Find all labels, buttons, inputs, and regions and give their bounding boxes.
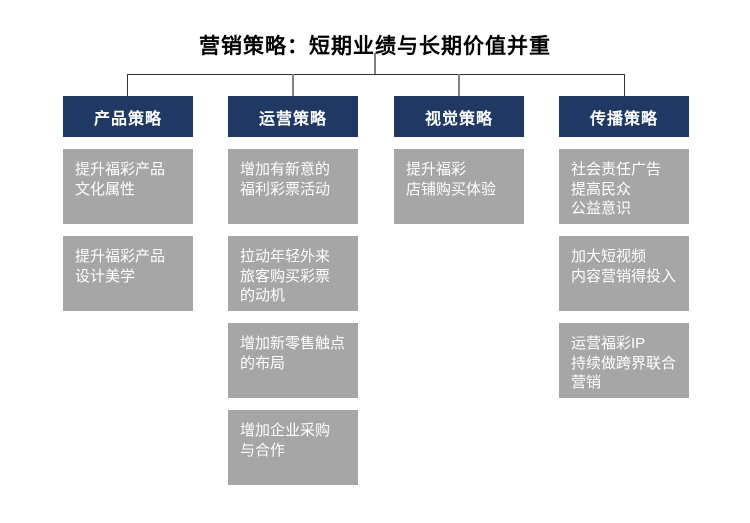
- strategy-item: 社会责任广告 提高民众 公益意识: [559, 149, 689, 224]
- column-items-product: 提升福彩产品 文化属性 提升福彩产品 设计美学: [63, 149, 193, 311]
- connector-drop-visual: [458, 74, 460, 96]
- strategy-column-operations: 运营策略 增加有新意的 福利彩票活动 拉动年轻外来 旅客购买彩票 的动机 增加新…: [228, 96, 358, 497]
- column-items-operations: 增加有新意的 福利彩票活动 拉动年轻外来 旅客购买彩票 的动机 增加新零售触点 …: [228, 149, 358, 485]
- connector-drop-operations: [292, 74, 294, 96]
- strategy-item: 增加有新意的 福利彩票活动: [228, 149, 358, 224]
- column-header-visual: 视觉策略: [394, 96, 524, 137]
- column-items-communication: 社会责任广告 提高民众 公益意识 加大短视频 内容营销得投入 运营福彩IP 持续…: [559, 149, 689, 398]
- strategy-item: 加大短视频 内容营销得投入: [559, 236, 689, 311]
- strategy-column-visual: 视觉策略 提升福彩 店铺购买体验: [394, 96, 524, 236]
- strategy-item: 提升福彩产品 文化属性: [63, 149, 193, 224]
- connector-title-stub: [374, 53, 376, 74]
- connector-drop-communication: [624, 74, 625, 96]
- strategy-item: 运营福彩IP 持续做跨界联合 营销: [559, 323, 689, 398]
- column-header-communication: 传播策略: [559, 96, 689, 137]
- column-header-operations: 运营策略: [228, 96, 358, 137]
- connector-drop-product: [127, 74, 128, 96]
- strategy-column-communication: 传播策略 社会责任广告 提高民众 公益意识 加大短视频 内容营销得投入 运营福彩…: [559, 96, 689, 410]
- strategy-item: 提升福彩产品 设计美学: [63, 236, 193, 311]
- diagram-title: 营销策略：短期业绩与长期价值并重: [199, 35, 551, 58]
- strategy-item: 增加新零售触点 的布局: [228, 323, 358, 398]
- column-items-visual: 提升福彩 店铺购买体验: [394, 149, 524, 224]
- strategy-column-product: 产品策略 提升福彩产品 文化属性 提升福彩产品 设计美学: [63, 96, 193, 323]
- strategy-item: 拉动年轻外来 旅客购买彩票 的动机: [228, 236, 358, 311]
- column-header-product: 产品策略: [63, 96, 193, 137]
- strategy-item: 增加企业采购 与合作: [228, 410, 358, 485]
- strategy-item: 提升福彩 店铺购买体验: [394, 149, 524, 224]
- connector-horizontal-line: [128, 74, 625, 75]
